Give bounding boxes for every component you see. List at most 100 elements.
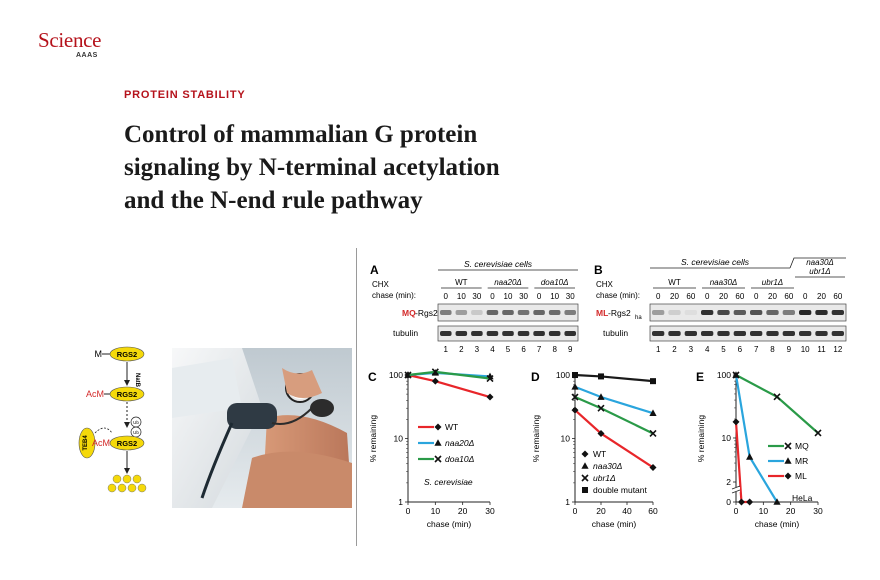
data-point xyxy=(746,498,754,506)
chart-d-y-tick-label: 10 xyxy=(561,434,571,444)
blot-b-time-5: 60 xyxy=(735,292,744,301)
axis-break-mark xyxy=(731,485,741,490)
blot-b-group-1: naa30Δ xyxy=(710,278,738,287)
chart-letter-d: D xyxy=(531,370,540,384)
chart-e-series-2 xyxy=(732,418,754,506)
chart-c-y-tick-label: 1 xyxy=(398,497,403,507)
tubulin-band xyxy=(548,331,561,336)
blot-b-group4-l2: ubr1Δ xyxy=(809,267,830,276)
blot-b-lane-8: 8 xyxy=(770,345,775,354)
tubulin-band xyxy=(668,331,681,336)
data-point xyxy=(571,383,579,390)
data-point xyxy=(597,393,605,400)
blot-b-time-10: 20 xyxy=(817,292,826,301)
rgs2-band xyxy=(548,310,561,315)
blot-a-lane-6: 6 xyxy=(521,345,526,354)
blot-b-time-9: 0 xyxy=(803,292,808,301)
blot-b-chase: chase (min): xyxy=(596,291,640,300)
teb4-node xyxy=(78,427,96,459)
data-point xyxy=(649,463,657,471)
data-point xyxy=(732,371,740,378)
chart-c-x-tick-label: 30 xyxy=(485,506,495,516)
blot-b-time-2: 60 xyxy=(686,292,695,301)
rgs2-band xyxy=(831,310,844,315)
rgs2-node-3 xyxy=(109,435,145,451)
chart-e-annotation: HeLa xyxy=(792,493,813,503)
data-point xyxy=(434,455,442,463)
tubulin-band xyxy=(799,331,812,336)
data-point xyxy=(571,393,579,401)
title-line-3: and the N-end rule pathway xyxy=(124,187,423,214)
chart-d-series-1 xyxy=(571,383,657,417)
legend-label: MQ xyxy=(795,441,809,451)
data-point xyxy=(773,393,781,401)
legend-label: naa20Δ xyxy=(445,438,475,448)
data-point xyxy=(773,498,781,505)
tubulin-band xyxy=(533,331,545,336)
blot-b-time-6: 0 xyxy=(754,292,759,301)
blot-b-time-3: 0 xyxy=(705,292,710,301)
chart-d-xlabel: chase (min) xyxy=(592,519,637,529)
chart-d-series-line xyxy=(574,409,654,469)
tubulin-band xyxy=(717,331,730,336)
blot-b-lane-7: 7 xyxy=(754,345,759,354)
ub-label-2: Ub xyxy=(133,430,139,435)
blot-b-row1-name: -Rgs2 xyxy=(608,308,631,318)
data-point xyxy=(486,374,494,383)
data-point xyxy=(732,418,740,426)
blot-b-lane-5: 5 xyxy=(721,345,726,354)
blot-b-chx: CHX xyxy=(596,280,614,289)
blot-b-time-4: 20 xyxy=(719,292,728,301)
tubulin-band xyxy=(815,331,828,336)
blood-pressure-photo xyxy=(172,348,352,508)
chart-d-y-tick-label: 100 xyxy=(556,370,570,380)
blot-b-time-1: 20 xyxy=(670,292,679,301)
legend-label: WT xyxy=(593,449,606,459)
chart-d-series-line xyxy=(574,373,654,383)
tubulin-band xyxy=(486,331,499,336)
data-point xyxy=(431,377,439,385)
blot-b-time-11: 60 xyxy=(833,292,842,301)
panel-letter-b: B xyxy=(594,263,603,277)
blot-b-group4-l1: naa30Δ xyxy=(806,258,834,267)
chart-c-series-line xyxy=(407,373,491,399)
data-point xyxy=(434,439,442,446)
rgs2-label-1: RGS2 xyxy=(117,350,137,359)
blot-a-time-4: 10 xyxy=(504,292,513,301)
tubulin-band xyxy=(471,331,483,336)
data-point xyxy=(784,472,792,480)
blot-a-time-0: 0 xyxy=(444,292,449,301)
blot-a-lane-2: 2 xyxy=(459,345,464,354)
teb4-label: TEB4 xyxy=(83,435,89,451)
chart-c-y-tick-label: 100 xyxy=(389,370,403,380)
chart-d-series-line xyxy=(574,385,654,415)
rgs2-band xyxy=(668,310,681,315)
data-point xyxy=(746,453,754,460)
blot-b-group-2: ubr1Δ xyxy=(762,278,783,287)
chart-d-series-3 xyxy=(572,372,656,385)
data-point xyxy=(784,457,792,464)
blot-a-lane-4: 4 xyxy=(490,345,495,354)
tubulin-band xyxy=(517,331,530,336)
chart-e-x-tick-label: 30 xyxy=(813,506,823,516)
tubulin-band xyxy=(750,331,763,336)
blot-a-chase: chase (min): xyxy=(372,291,416,300)
rgs2-label-2: RGS2 xyxy=(117,390,137,399)
blot-b-lane-1: 1 xyxy=(656,345,661,354)
chart-e-series-0 xyxy=(732,371,822,437)
chart-c-x-tick-label: 10 xyxy=(431,506,441,516)
chart-c-ylabel: % remaining xyxy=(368,415,378,463)
rgs2-band xyxy=(701,310,714,315)
data-point xyxy=(486,393,494,401)
rgs2-band xyxy=(455,310,468,315)
data-point xyxy=(784,442,792,450)
legend-label: MR xyxy=(795,456,808,466)
blot-b-lane-6: 6 xyxy=(738,345,743,354)
blot-a-chx: CHX xyxy=(372,280,390,289)
legend-label: ubr1Δ xyxy=(593,473,616,483)
acm-label-2: AcM xyxy=(92,438,110,448)
